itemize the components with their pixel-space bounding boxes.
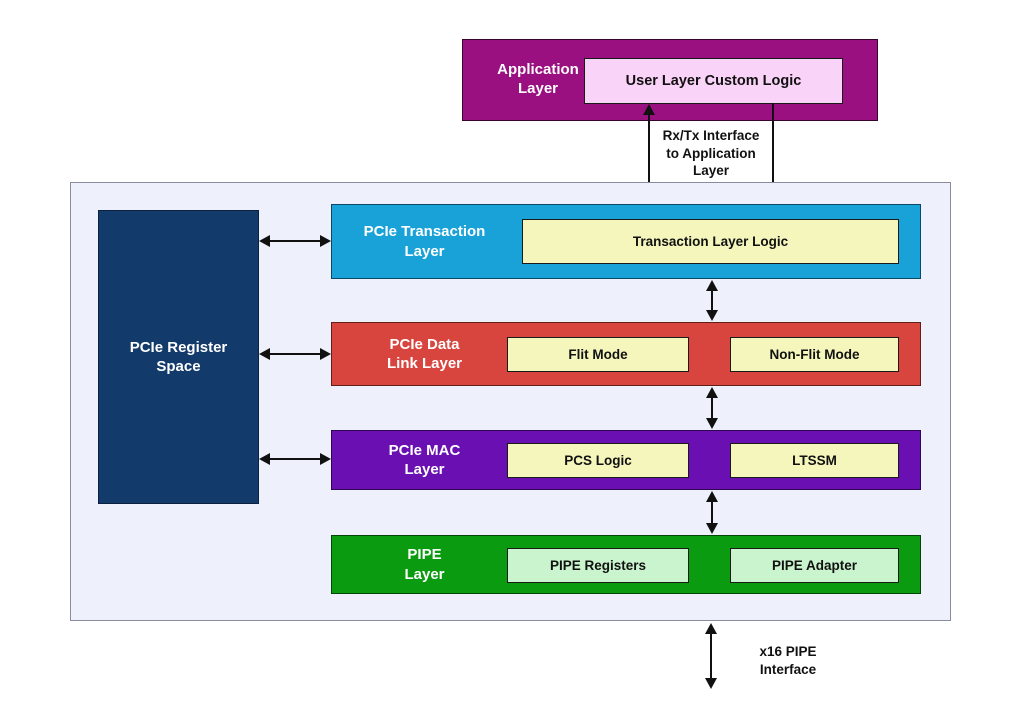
transaction-layer-label: PCIe Transaction Layer: [363, 223, 486, 260]
pcie-transaction-layer-block: PCIe Transaction Layer Transaction Layer…: [331, 204, 921, 279]
arrow-up-to-app-layer-line: [648, 114, 650, 203]
arrow-register-transaction: [259, 234, 331, 248]
arrow-x16-pipe-interface: [704, 623, 718, 689]
pipe-layer-block: PIPE Layer PIPE Registers PIPE Adapter: [331, 535, 921, 594]
application-layer-label: Application Layer: [497, 61, 579, 97]
arrow-down-to-transaction-line: [772, 103, 774, 193]
pcs-logic-box: PCS Logic: [507, 443, 689, 478]
user-layer-custom-logic-box: User Layer Custom Logic: [584, 58, 843, 104]
arrow-transaction-datalink: [705, 280, 719, 321]
pcie-register-space-block: PCIe Register Space: [98, 210, 259, 504]
pcie-controller-container: PCIe Register Space PCIe Transaction Lay…: [70, 182, 951, 621]
pipe-adapter-box: PIPE Adapter: [730, 548, 899, 583]
arrow-register-datalink: [259, 347, 331, 361]
arrow-datalink-mac: [705, 387, 719, 429]
data-link-layer-label: PCIe Data Link Layer: [386, 335, 463, 373]
pipe-registers-box: PIPE Registers: [507, 548, 689, 583]
transaction-layer-logic-box: Transaction Layer Logic: [522, 219, 899, 264]
non-flit-mode-box: Non-Flit Mode: [730, 337, 899, 372]
arrow-up-to-app-layer-head: [643, 104, 655, 115]
pipe-layer-label: PIPE Layer: [404, 546, 445, 583]
flit-mode-box: Flit Mode: [507, 337, 689, 372]
arrow-register-mac: [259, 452, 331, 466]
pcie-mac-layer-block: PCIe MAC Layer PCS Logic LTSSM: [331, 430, 921, 490]
application-layer-block: Application Layer User Layer Custom Logi…: [462, 39, 878, 121]
arrow-mac-pipe: [705, 491, 719, 534]
pcie-data-link-layer-block: PCIe Data Link Layer Flit Mode Non-Flit …: [331, 322, 921, 386]
rx-tx-interface-label: Rx/Tx Interface to Application Layer: [662, 128, 760, 179]
x16-pipe-interface-label: x16 PIPE Interface: [759, 644, 817, 677]
mac-layer-label: PCIe MAC Layer: [388, 441, 461, 479]
user-layer-custom-logic-label: User Layer Custom Logic: [625, 73, 802, 89]
ltssm-box: LTSSM: [730, 443, 899, 478]
